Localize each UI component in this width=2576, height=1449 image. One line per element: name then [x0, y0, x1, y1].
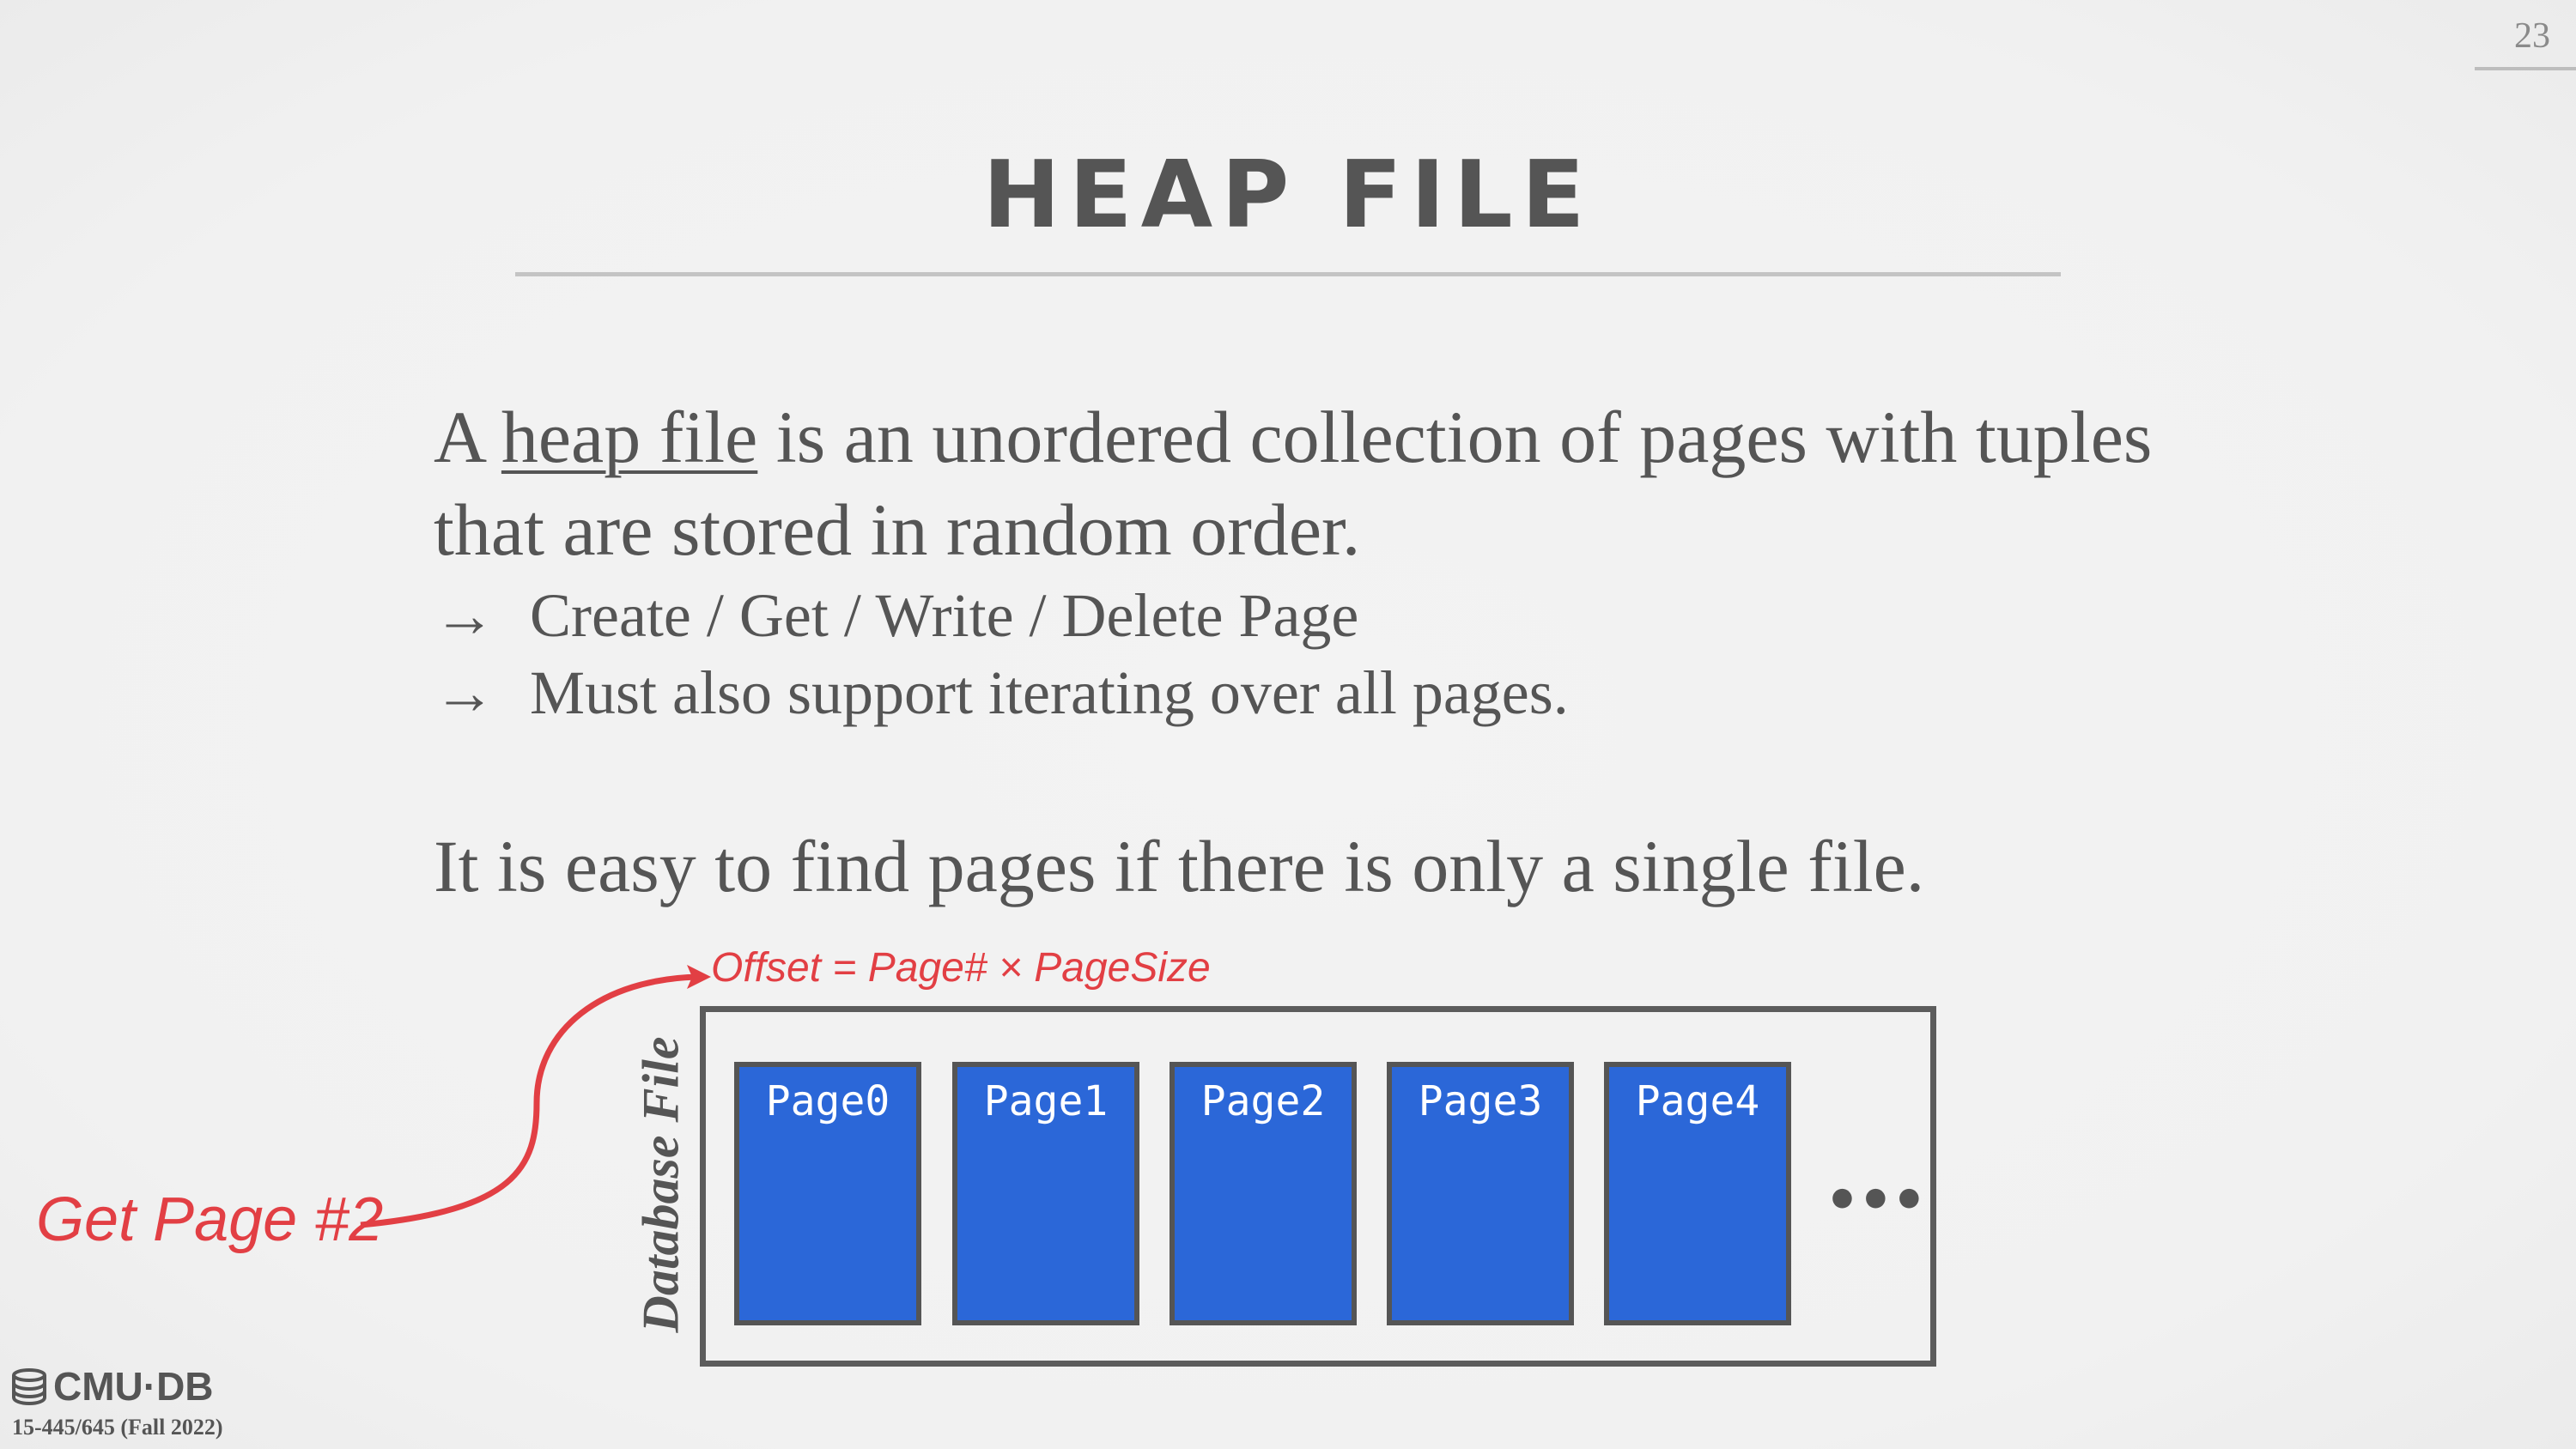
definition-paragraph: A heap file is an unordered collection o… — [434, 391, 2237, 576]
single-file-paragraph: It is easy to find pages if there is onl… — [434, 825, 1925, 907]
get-page-label: Get Page #2 — [36, 1185, 384, 1254]
arrowhead-icon — [687, 965, 711, 989]
page-block: Page0 — [734, 1062, 921, 1325]
page-label: Page4 — [1635, 1077, 1760, 1125]
page-label: Page2 — [1200, 1077, 1326, 1125]
title-divider — [515, 272, 2061, 276]
page-block: Page3 — [1387, 1062, 1574, 1325]
arrow-icon: → — [434, 581, 495, 650]
bullet-text: Create / Get / Write / Delete Page — [530, 581, 1359, 650]
bullet-item: → Create / Get / Write / Delete Page — [434, 577, 2323, 654]
page-block: Page1 — [952, 1062, 1139, 1325]
page-label: Page3 — [1418, 1077, 1543, 1125]
para1-rest: is an unordered collection of pages with… — [434, 396, 2153, 571]
page-number-rule — [2475, 67, 2576, 70]
course-label: 15-445/645 (Fall 2022) — [12, 1415, 223, 1440]
database-file-frame — [700, 1006, 1936, 1367]
bullet-item: → Must also support iterating over all pa… — [434, 654, 2323, 731]
cmu-db-logo: CMU·DB — [10, 1363, 214, 1410]
database-file-label: Database File — [632, 1036, 690, 1333]
page-block: Page2 — [1170, 1062, 1357, 1325]
request-curve — [360, 973, 701, 1228]
offset-formula: Offset = Page# × PageSize — [711, 945, 1211, 991]
more-pages-ellipsis: ••• — [1825, 1169, 1927, 1233]
page-number: 23 — [2514, 16, 2550, 56]
page-label: Page0 — [765, 1077, 890, 1125]
database-icon — [12, 1368, 46, 1405]
logo-text: CMU·DB — [53, 1364, 214, 1409]
page-block: Page4 — [1604, 1062, 1791, 1325]
page-label: Page1 — [983, 1077, 1109, 1125]
bullet-text: Must also support iterating over all pag… — [530, 658, 1569, 727]
arrow-icon: → — [434, 658, 495, 727]
para1-prefix: A — [434, 396, 501, 478]
slide-title: HEAP FILE — [982, 142, 1594, 249]
heap-file-term: heap file — [501, 396, 758, 478]
